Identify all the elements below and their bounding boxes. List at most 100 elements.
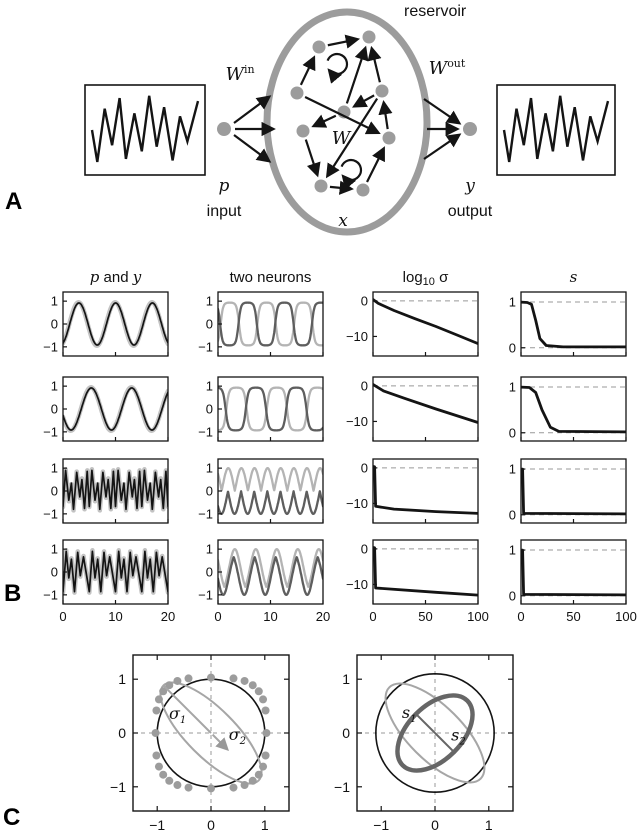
y-tick-label: 0 (51, 484, 58, 499)
reservoir-boundary (263, 8, 431, 236)
curve (521, 385, 626, 434)
plot-s-row1 (520, 291, 627, 357)
input-data-dot (207, 673, 215, 682)
plot-frame (132, 654, 290, 812)
x-tick-label: 100 (615, 609, 637, 624)
y-tick-label: −1 (198, 587, 213, 602)
reservoir-neuron (375, 84, 389, 98)
column-title: p and y (90, 268, 142, 286)
plot-p-and-y-row2 (62, 376, 169, 442)
plot-two-neurons-row2 (217, 376, 324, 442)
y-tick-label: −1 (198, 424, 213, 439)
x-tick-label: 50 (418, 609, 432, 624)
y-tick-label: −1 (43, 424, 58, 439)
curve (218, 466, 323, 492)
y-tick-label: 0 (509, 588, 516, 603)
input-data-dot (159, 687, 168, 696)
svg-text:s1: s1 (402, 703, 417, 725)
plot-frame (217, 291, 324, 357)
input-signal-box (84, 84, 206, 176)
x-tick-label: 10 (108, 609, 122, 624)
input-data-dot (259, 762, 268, 771)
x-tick-label: 100 (467, 609, 489, 624)
x-tick-label: 1 (485, 817, 493, 833)
input-data-dot (152, 706, 161, 715)
y-tick-label: 1 (118, 671, 126, 687)
curve (218, 547, 323, 588)
plot-s-row4 (520, 539, 627, 605)
s2-axis-line (434, 732, 457, 755)
y-tick-label: −1 (43, 339, 58, 354)
reservoir-neuron (314, 179, 328, 193)
x-tick-label: 0 (59, 609, 66, 624)
input-data-dot (152, 751, 161, 760)
reservoir-neuron (290, 86, 304, 100)
y-tick-label: −1 (43, 587, 58, 602)
input-data-dot (254, 770, 263, 779)
y-tick-label: 0 (361, 460, 368, 475)
reservoir-neuron (356, 183, 370, 197)
y-tick-label: −10 (346, 496, 368, 511)
input-data-dot (248, 681, 257, 690)
y-tick-label: −1 (198, 506, 213, 521)
x-tick-label: 20 (316, 609, 330, 624)
y-tick-label: 1 (206, 379, 213, 394)
y-tick-label: 1 (342, 671, 350, 687)
y-tick-label: 0 (206, 402, 213, 417)
x-tick-label: 0 (369, 609, 376, 624)
curve (63, 469, 168, 511)
y-tick-label: 0 (51, 402, 58, 417)
y-tick-label: 1 (206, 461, 213, 476)
y-tick-label: 0 (206, 317, 213, 332)
self-loop-arrow (340, 158, 363, 190)
reservoir-neuron (362, 30, 376, 44)
curve (218, 301, 323, 347)
input-data-dot (240, 676, 249, 685)
y-tick-label: 1 (51, 461, 58, 476)
x-tick-label: 10 (263, 609, 277, 624)
panel-label-C: C (3, 804, 21, 831)
y-tick-label: −1 (43, 506, 58, 521)
input-data-dot (173, 676, 182, 685)
column-title: log10 σ (403, 269, 449, 288)
svg-text:s2: s2 (451, 726, 466, 748)
curve (218, 386, 323, 432)
reservoir-neuron (382, 131, 396, 145)
panel-label-A: A (5, 188, 23, 215)
y-tick-label: 0 (51, 565, 58, 580)
signal-waveform (502, 95, 610, 163)
curve (63, 550, 168, 593)
plot-log-sigma-row4 (372, 539, 479, 605)
plot-log-sigma-row1 (372, 291, 479, 357)
input-data-dot (184, 783, 193, 792)
curve (373, 383, 478, 424)
curve (218, 386, 323, 432)
sigma1-axis-line (162, 684, 212, 734)
curve (521, 300, 626, 349)
y-tick-label: 1 (509, 462, 516, 477)
svg-text:y: y (464, 176, 475, 196)
input-data-dot (207, 784, 215, 793)
output-caption: output (448, 203, 493, 220)
signal-waveform (90, 95, 200, 163)
input-data-dot (154, 695, 163, 704)
y-tick-label: 0 (361, 378, 368, 393)
y-tick-label: 1 (206, 542, 213, 557)
svg-text:Win: Win (225, 63, 254, 85)
y-tick-label: 0 (361, 293, 368, 308)
input-data-dot (173, 781, 182, 790)
plot-two-neurons-row3 (217, 458, 324, 524)
input-node-p (217, 122, 231, 136)
x-tick-label: 0 (214, 609, 221, 624)
input-data-dot (248, 776, 257, 785)
sigma-ellipse (384, 682, 486, 784)
curve (373, 298, 478, 345)
input-data-dot (261, 706, 270, 715)
x-tick-label: 50 (566, 609, 580, 624)
input-data-dot (165, 681, 174, 690)
